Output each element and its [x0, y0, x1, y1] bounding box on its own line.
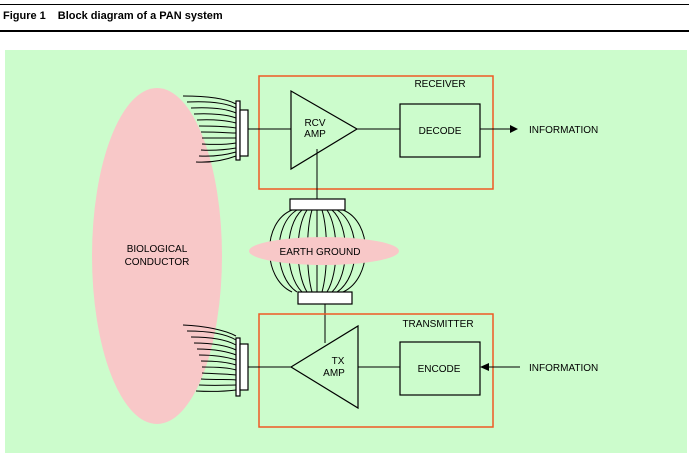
output-information-label: INFORMATION: [529, 125, 598, 136]
body-label-line1: BIOLOGICAL: [127, 244, 188, 255]
receiver-electrode-wires: [182, 95, 237, 163]
receiver-electrode-plate: [235, 100, 241, 161]
earth-ground-label: EARTH GROUND: [280, 247, 361, 258]
transmitter-electrode-wires: [182, 324, 237, 392]
ground-coil-bottom-cap: [297, 291, 353, 305]
header-rule-bottom: [0, 30, 689, 32]
tx-amp-label-line1: TX: [332, 356, 345, 367]
earth-ground-ellipse: [249, 237, 399, 265]
transmitter-electrode-plate: [235, 337, 241, 397]
receiver-label: RECEIVER: [414, 79, 465, 90]
biological-conductor: [92, 88, 222, 424]
receiver-electrode-connector: [239, 109, 249, 157]
figure-title: Block diagram of a PAN system: [57, 10, 223, 22]
header-rule-top: [0, 4, 689, 5]
transmitter-block: [258, 313, 494, 428]
output-arrowhead: [510, 125, 518, 133]
rcv-amp: [290, 89, 359, 171]
decode-block: [399, 103, 481, 158]
body-label-line2: CONDUCTOR: [125, 257, 190, 268]
decode-label: DECODE: [419, 126, 462, 137]
input-information-label: INFORMATION: [529, 363, 598, 374]
rcv-amp-label-line2: AMP: [304, 129, 326, 140]
ground-coil-top-cap: [289, 198, 346, 211]
input-arrowhead: [480, 363, 489, 371]
figure-number: Figure 1: [3, 10, 46, 22]
figure-caption: Figure 1 Block diagram of a PAN system: [3, 10, 223, 22]
rcv-amp-label-line1: RCV: [304, 118, 325, 129]
encode-label: ENCODE: [418, 364, 461, 375]
encode-block: [399, 341, 481, 396]
transmitter-label: TRANSMITTER: [402, 319, 473, 330]
transmitter-electrode-connector: [239, 343, 249, 391]
tx-amp-label-line2: AMP: [323, 368, 345, 379]
receiver-block: [258, 75, 494, 190]
